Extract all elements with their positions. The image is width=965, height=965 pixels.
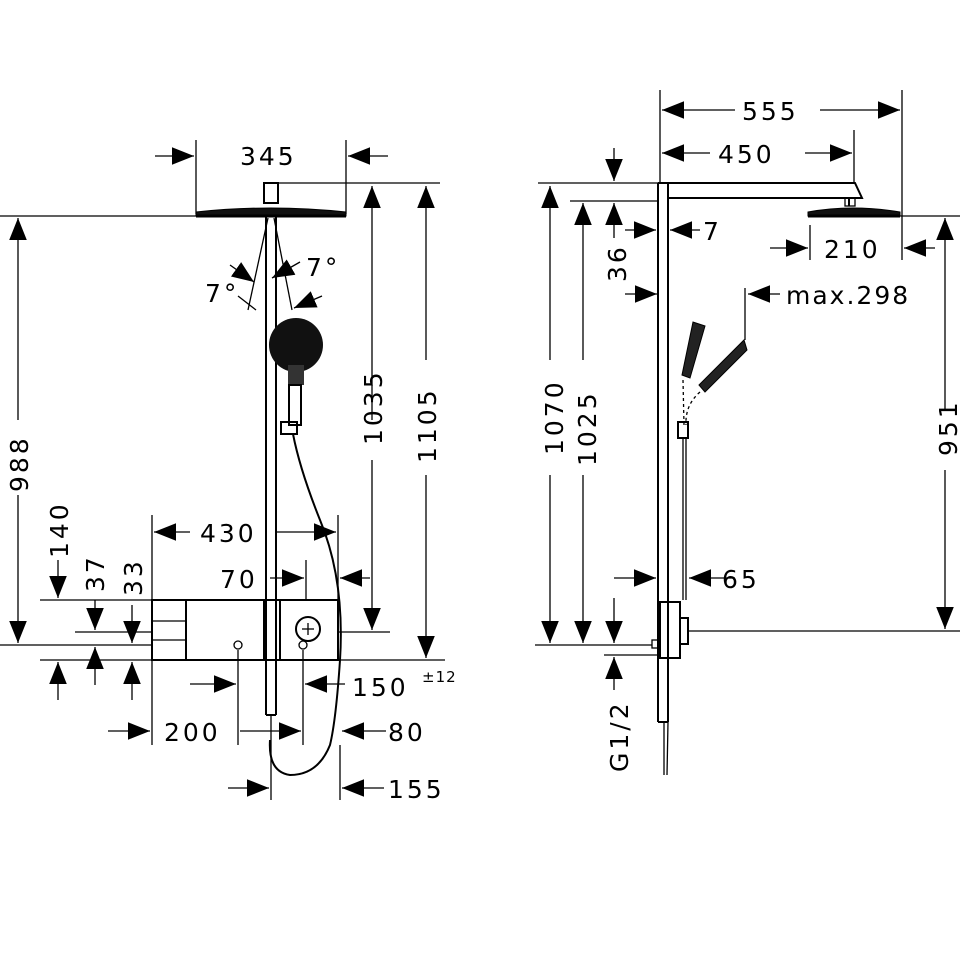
- dim-450: 450: [718, 140, 775, 169]
- dim-140: 140: [45, 501, 74, 558]
- riser-pipe-front: [265, 216, 277, 716]
- dim-155: 155: [388, 775, 445, 804]
- dim-37: 37: [81, 554, 110, 592]
- dim-1035: 1035: [359, 369, 388, 445]
- side-dimension-arrows: [541, 101, 954, 690]
- dim-1025: 1025: [573, 390, 602, 466]
- dim-210: 210: [824, 235, 881, 264]
- riser-pipe-side: [657, 182, 669, 776]
- dim-1105: 1105: [413, 387, 442, 463]
- dim-80: 80: [388, 718, 426, 747]
- shower-arm-side: [668, 182, 901, 218]
- dim-988: 988: [5, 435, 34, 492]
- dim-65: 65: [722, 565, 760, 594]
- thermostat-front: [151, 599, 339, 661]
- side-extension-lines: [535, 90, 960, 656]
- dim-150: 150: [352, 673, 409, 702]
- dim-70: 70: [220, 565, 258, 594]
- dim-150-tolerance: ±12: [422, 668, 457, 686]
- front-view: 345 1035 1105 988 7° 7° 430 70 140 37 33…: [0, 140, 457, 804]
- hand-shower-side: [677, 321, 748, 600]
- front-dimension-arrows: [9, 147, 435, 797]
- dim-1070: 1070: [540, 379, 569, 455]
- angle-7-left: 7°: [205, 279, 239, 308]
- dim-200: 200: [164, 718, 221, 747]
- dim-345: 345: [240, 142, 297, 171]
- front-extension-lines: [0, 140, 445, 800]
- dim-555: 555: [742, 97, 799, 126]
- dim-33: 33: [119, 558, 148, 596]
- thread-g1-2: G1/2: [605, 700, 634, 772]
- dim-max-298: max.298: [786, 281, 910, 310]
- hand-shower-front: [268, 318, 342, 777]
- dim-951: 951: [934, 399, 963, 456]
- angle-7-right: 7°: [306, 253, 340, 282]
- dim-7: 7: [703, 217, 722, 246]
- dim-430: 430: [200, 519, 257, 548]
- overhead-shower-front: [195, 182, 347, 218]
- side-view: 555 450 7 36 210 max.298 1070 1025 951 6…: [535, 90, 963, 776]
- front-dimension-labels: 345 1035 1105 988 7° 7° 430 70 140 37 33…: [5, 142, 457, 804]
- dim-36: 36: [603, 244, 632, 282]
- side-dimension-labels: 555 450 7 36 210 max.298 1070 1025 951 6…: [540, 97, 963, 772]
